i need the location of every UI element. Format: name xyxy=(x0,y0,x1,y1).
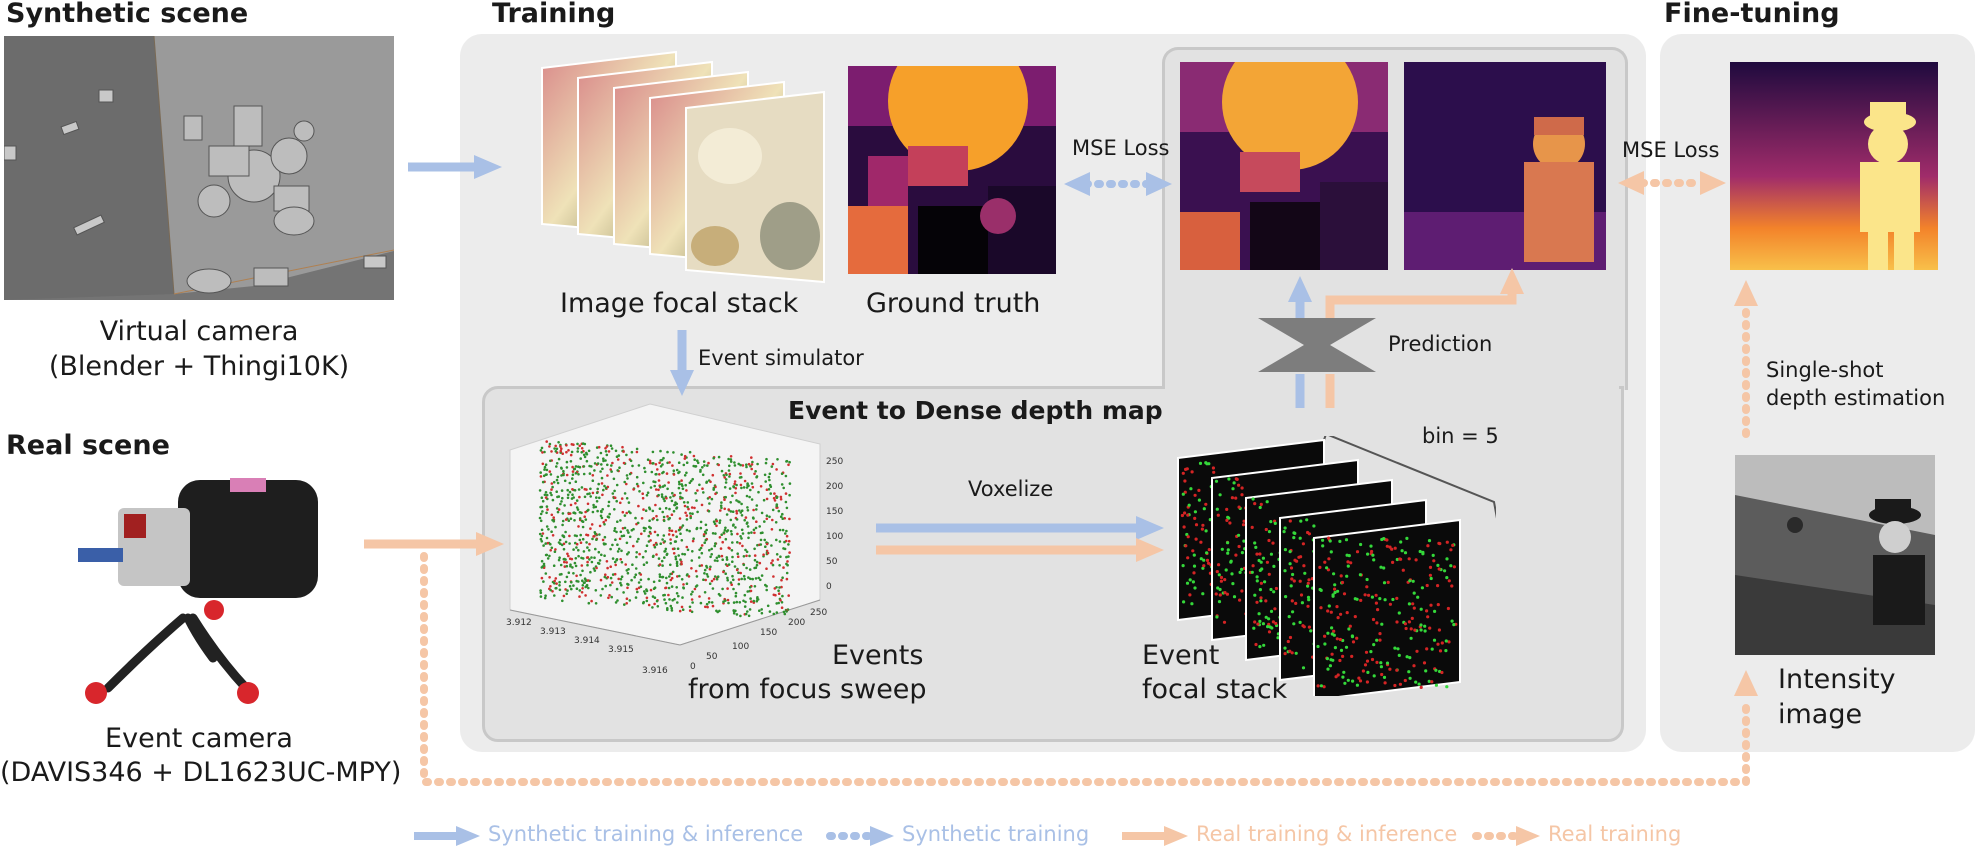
y-tick: 50 xyxy=(706,652,718,662)
event-camera-illustration xyxy=(78,478,318,704)
single-shot-label-1: Single-shot xyxy=(1766,358,1884,382)
legend-solid-orange-arrow xyxy=(1122,826,1188,846)
network-icon xyxy=(1258,318,1376,372)
event-camera-image xyxy=(68,468,338,708)
events-3d-plot: 250 200 150 100 50 0 3.912 3.913 3.914 3… xyxy=(500,400,843,690)
prediction-real-image xyxy=(1404,62,1606,270)
z-tick: 0 xyxy=(826,582,832,592)
x-tick: 3.916 xyxy=(642,666,668,676)
encoder-decoder-icon xyxy=(1258,318,1376,372)
ground-truth-depth-map xyxy=(848,66,1056,274)
heading-fine-tuning: Fine-tuning xyxy=(1664,0,1840,29)
x-tick: 3.915 xyxy=(608,645,634,655)
heading-synthetic-scene: Synthetic scene xyxy=(6,0,249,29)
fine-tune-depth-map xyxy=(1730,62,1938,270)
events-label-2: from focus sweep xyxy=(688,674,927,705)
z-tick: 200 xyxy=(826,482,844,492)
events-label-1: Events xyxy=(832,640,924,671)
prediction-label: Prediction xyxy=(1388,332,1493,356)
event-focal-stack xyxy=(1176,432,1499,702)
virtual-camera-label-1: Virtual camera xyxy=(99,316,299,347)
focal-stack-frames xyxy=(541,50,825,284)
prediction-synthetic-depth xyxy=(1180,62,1388,270)
ground-truth-label: Ground truth xyxy=(866,288,1041,319)
intensity-grayscale xyxy=(1735,455,1935,655)
plot-z-ticks: 250 200 150 100 50 0 xyxy=(826,450,843,600)
event-focal-stack-label-2: focal stack xyxy=(1142,674,1288,705)
voxelize-label: Voxelize xyxy=(968,477,1054,501)
z-tick: 100 xyxy=(826,532,844,542)
intensity-label-2: image xyxy=(1778,699,1863,730)
intensity-image xyxy=(1735,455,1935,655)
y-tick: 200 xyxy=(788,618,806,628)
z-tick: 50 xyxy=(826,557,838,567)
event-simulator-label: Event simulator xyxy=(698,346,864,370)
synthetic-scene-image xyxy=(4,36,394,300)
heading-training: Training xyxy=(492,0,616,29)
z-tick: 150 xyxy=(826,507,844,517)
x-tick: 3.914 xyxy=(574,636,600,646)
legend-label: Real training & inference xyxy=(1196,822,1458,846)
legend-label: Synthetic training xyxy=(902,822,1090,846)
y-tick: 0 xyxy=(690,662,696,672)
y-tick: 150 xyxy=(760,628,778,638)
events-scatter xyxy=(509,403,821,646)
legend-solid-blue-arrow xyxy=(414,826,480,846)
fine-tune-depth-image xyxy=(1730,62,1938,270)
mse-loss-left-label: MSE Loss xyxy=(1072,136,1170,160)
legend-dotted-orange-arrow xyxy=(1472,826,1540,846)
event-focal-stack-label-1: Event xyxy=(1142,640,1220,671)
blender-scene-render xyxy=(4,36,394,300)
image-focal-stack xyxy=(540,46,830,286)
legend-dotted-blue-arrow xyxy=(826,826,894,846)
legend-label: Real training xyxy=(1548,822,1682,846)
bin-label: bin = 5 xyxy=(1422,424,1499,448)
prediction-real-depth xyxy=(1404,62,1606,270)
y-tick: 250 xyxy=(810,608,828,618)
heading-real-scene: Real scene xyxy=(6,430,170,461)
prediction-synthetic-image xyxy=(1180,62,1388,270)
image-focal-stack-label: Image focal stack xyxy=(560,288,799,319)
event-stack-frames xyxy=(1177,432,1499,702)
y-tick: 100 xyxy=(732,642,750,652)
legend-label: Synthetic training & inference xyxy=(488,822,804,846)
ground-truth-image xyxy=(848,66,1056,274)
event-camera-label-2: (DAVIS346 + DL1623UC-MPY) xyxy=(0,757,402,788)
intensity-label-1: Intensity xyxy=(1778,664,1896,695)
legend: Synthetic training & inference Synthetic… xyxy=(412,820,1712,850)
virtual-camera-label-2: (Blender + Thingi10K) xyxy=(48,351,350,382)
mse-loss-right-label: MSE Loss xyxy=(1622,138,1720,162)
event-to-dense-title: Event to Dense depth map xyxy=(788,396,1163,425)
z-tick: 250 xyxy=(826,457,844,467)
x-tick: 3.912 xyxy=(506,618,532,628)
panel-seam xyxy=(1165,380,1619,392)
x-tick: 3.913 xyxy=(540,627,566,637)
event-camera-label-1: Event camera xyxy=(105,723,293,754)
single-shot-label-2: depth estimation xyxy=(1766,386,1946,410)
